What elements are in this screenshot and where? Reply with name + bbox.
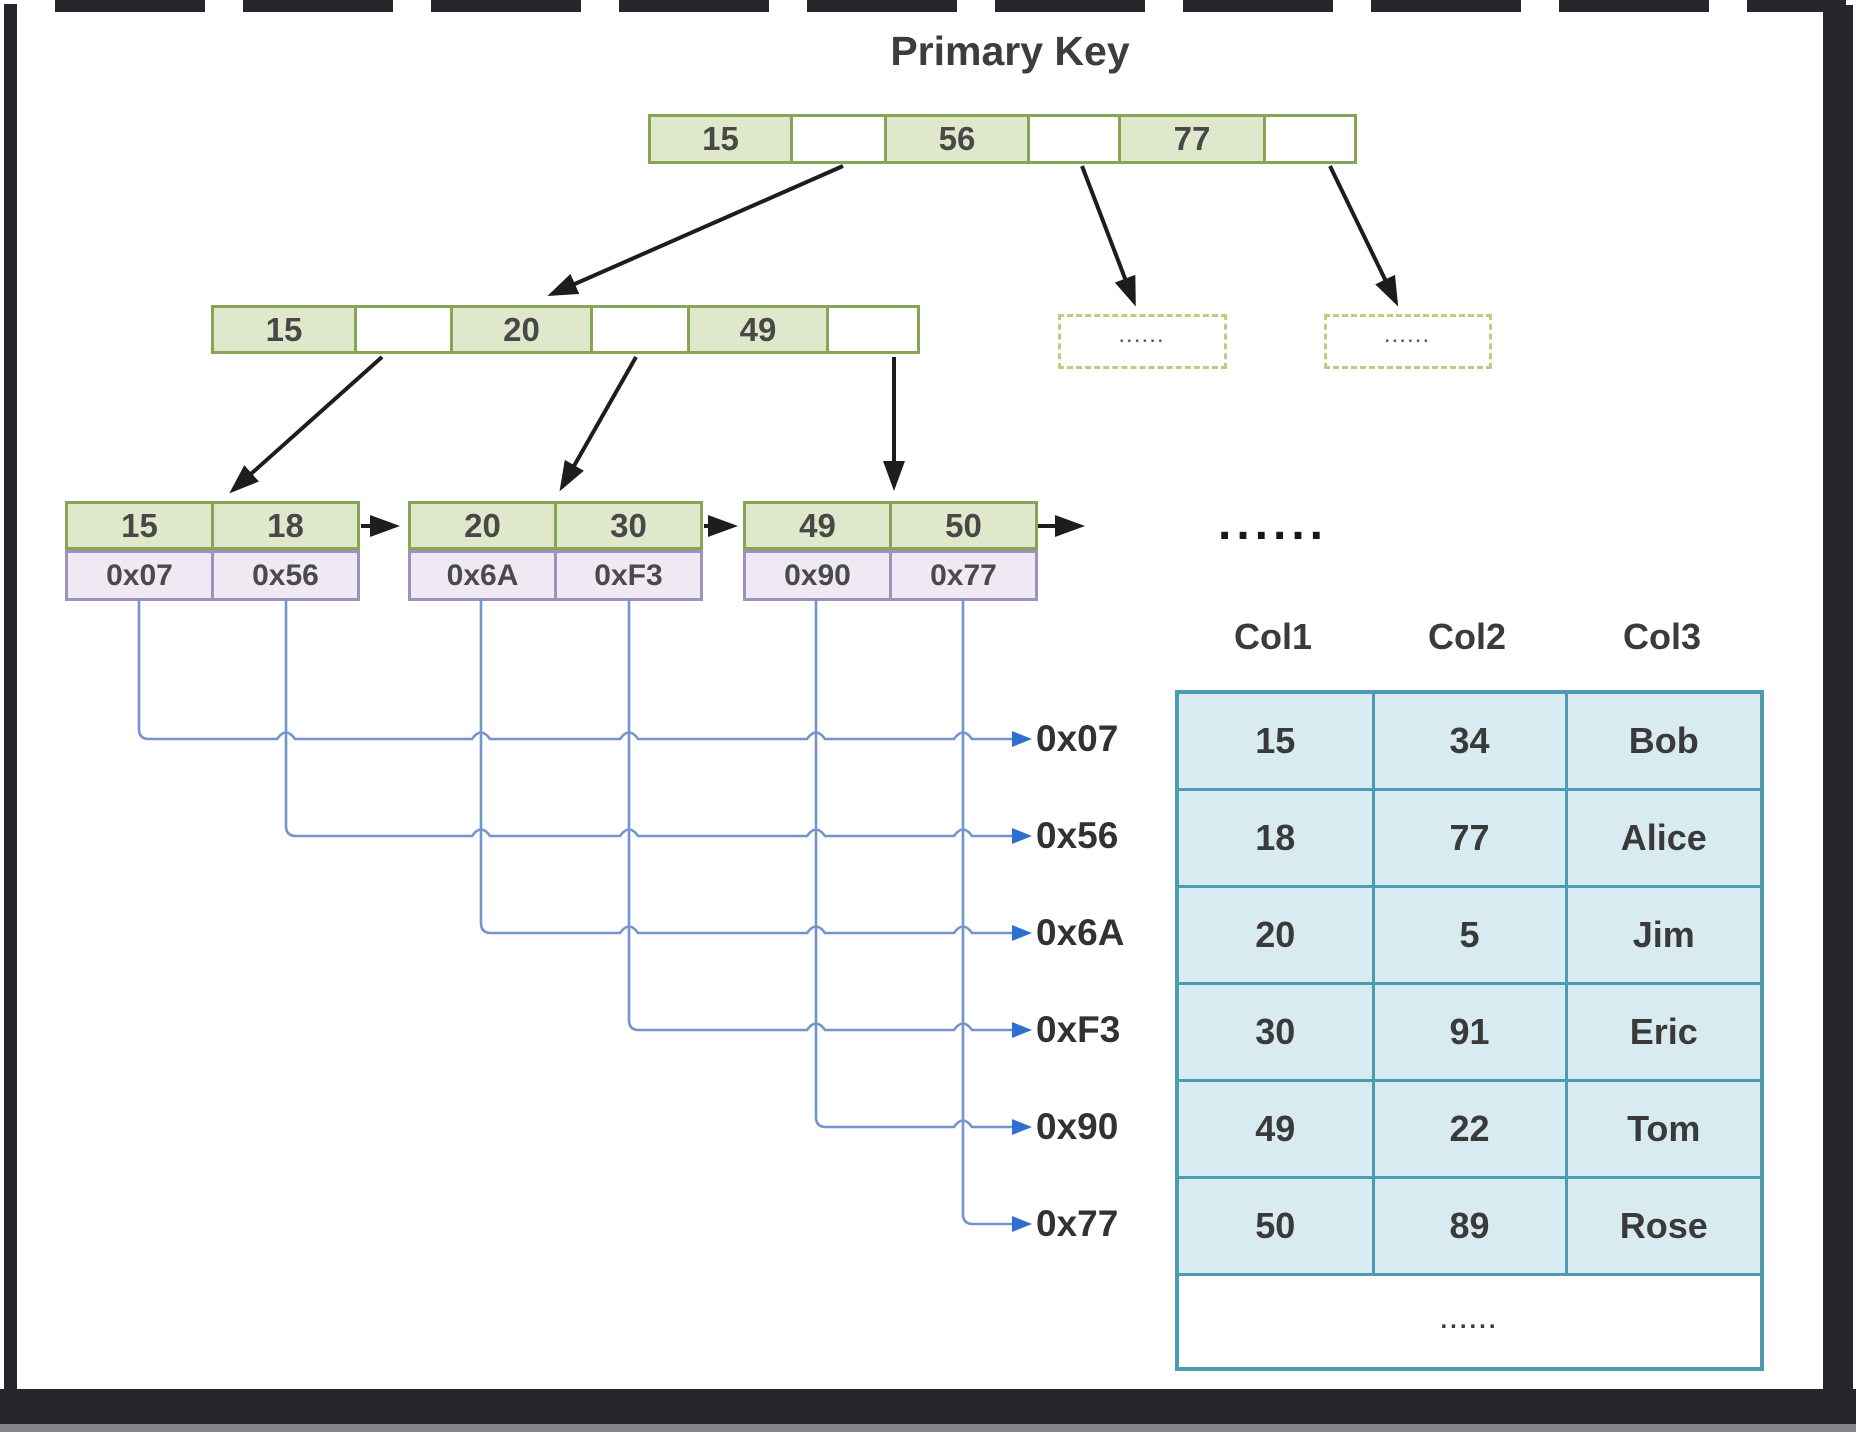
- address-label-0x56: 0x56: [1036, 815, 1119, 856]
- address-label-0x90: 0x90: [1036, 1106, 1119, 1147]
- table-cell: 77: [1371, 787, 1568, 888]
- arrow-root-to-dashed-2: [1328, 165, 1399, 307]
- pointer-route-0x56: [284, 599, 1014, 838]
- root-key-cell: 56: [884, 114, 1030, 164]
- dashed-node-ellipsis: ......: [1384, 326, 1432, 346]
- column-header-Col3: Col3: [1622, 616, 1701, 657]
- internal-key-cell: 20: [450, 305, 593, 354]
- internal-key-cell: 15: [211, 305, 357, 354]
- table-cell: 50: [1175, 1175, 1375, 1276]
- pointer-route-0xF3: [627, 599, 1014, 1032]
- table-cell: Jim: [1564, 884, 1764, 985]
- table-cell: 15: [1175, 690, 1375, 791]
- table-cell: Alice: [1564, 787, 1764, 888]
- leaf-pointer-cell: 0x07: [65, 550, 214, 601]
- arrow-root-to-dashed-1: [1080, 165, 1136, 307]
- pointer-route-0x77: [961, 599, 1014, 1226]
- arrow-internal-to-leaf-2: [559, 356, 638, 492]
- arrow-root-to-internal: [547, 164, 844, 297]
- pointer-arrowhead-0x07: [1012, 731, 1032, 747]
- table-cell: 22: [1371, 1078, 1568, 1179]
- pointer-arrowhead-0x6A: [1012, 925, 1032, 941]
- leaf-pointer-cell: 0xF3: [554, 550, 703, 601]
- root-pointer-cell: [1263, 114, 1357, 164]
- leaf-key-cell: 15: [65, 501, 214, 550]
- table-cell: 5: [1371, 884, 1568, 985]
- arrow-internal-to-leaf-1: [229, 355, 384, 494]
- address-label-0x77: 0x77: [1036, 1203, 1119, 1244]
- window-frame-top: [55, 0, 1846, 12]
- column-header-Col1: Col1: [1233, 616, 1312, 657]
- table-ellipsis-cell: ......: [1175, 1272, 1764, 1371]
- leaf-chain-ellipsis: ......: [1218, 497, 1329, 550]
- window-frame-bottom-edge: [0, 1424, 1856, 1432]
- btree-root-node: 15 56 77: [648, 114, 1372, 164]
- table-cell: 34: [1371, 690, 1568, 791]
- leaf-key-cell: 18: [211, 501, 360, 550]
- address-label-0x07: 0x07: [1036, 718, 1119, 759]
- internal-key-cell: 49: [687, 305, 829, 354]
- pointer-arrowhead-0x90: [1012, 1119, 1032, 1135]
- internal-pointer-cell: [590, 305, 690, 354]
- address-label-0x6A: 0x6A: [1036, 912, 1125, 953]
- table-cell: Bob: [1564, 690, 1764, 791]
- window-frame-bottom: [0, 1389, 1856, 1424]
- leaf-key-cell: 20: [408, 501, 557, 550]
- address-label-0xF3: 0xF3: [1036, 1009, 1121, 1050]
- pointer-route-0x90: [814, 599, 1014, 1129]
- leaf-key-cell: 49: [743, 501, 892, 550]
- internal-pointer-cell: [826, 305, 920, 354]
- internal-pointer-cell: [354, 305, 453, 354]
- table-cell: 49: [1175, 1078, 1375, 1179]
- pointer-arrowhead-0x56: [1012, 828, 1032, 844]
- pointer-route-0x07: [137, 599, 1014, 741]
- leaf-pointer-cell: 0x6A: [408, 550, 557, 601]
- leaf-key-cell: 30: [554, 501, 703, 550]
- window-frame-right: [1823, 5, 1853, 1424]
- table-cell: 91: [1371, 981, 1568, 1082]
- table-cell: 20: [1175, 884, 1375, 985]
- diagram-title: Primary Key: [890, 28, 1130, 74]
- dashed-node-ellipsis: ......: [1119, 326, 1166, 346]
- table-cell: Rose: [1564, 1175, 1764, 1276]
- column-header-Col2: Col2: [1427, 616, 1506, 657]
- leaf-pointer-cell: 0x90: [743, 550, 892, 601]
- root-key-cell: 77: [1118, 114, 1266, 164]
- root-pointer-cell: [1027, 114, 1121, 164]
- table-cell: 30: [1175, 981, 1375, 1082]
- pointer-arrowhead-0x77: [1012, 1216, 1032, 1232]
- window-frame-left: [4, 4, 17, 1392]
- table-ellipsis-row: ......: [1175, 1272, 1764, 1371]
- table-cell: 18: [1175, 787, 1375, 888]
- leaf-key-cell: 50: [889, 501, 1038, 550]
- root-pointer-cell: [790, 114, 887, 164]
- btree-internal-node: 15 20 49: [211, 305, 935, 354]
- table-cell: Eric: [1564, 981, 1764, 1082]
- dashed-placeholder-node: ......: [1058, 314, 1227, 369]
- root-key-cell: 15: [648, 114, 793, 164]
- pointer-route-0x6A: [479, 599, 1014, 935]
- leaf-pointer-cell: 0x56: [211, 550, 360, 601]
- table-cell: Tom: [1564, 1078, 1764, 1179]
- table-cell: 89: [1371, 1175, 1568, 1276]
- dashed-placeholder-node: ......: [1324, 314, 1492, 369]
- leaf-pointer-cell: 0x77: [889, 550, 1038, 601]
- pointer-arrowhead-0xF3: [1012, 1022, 1032, 1038]
